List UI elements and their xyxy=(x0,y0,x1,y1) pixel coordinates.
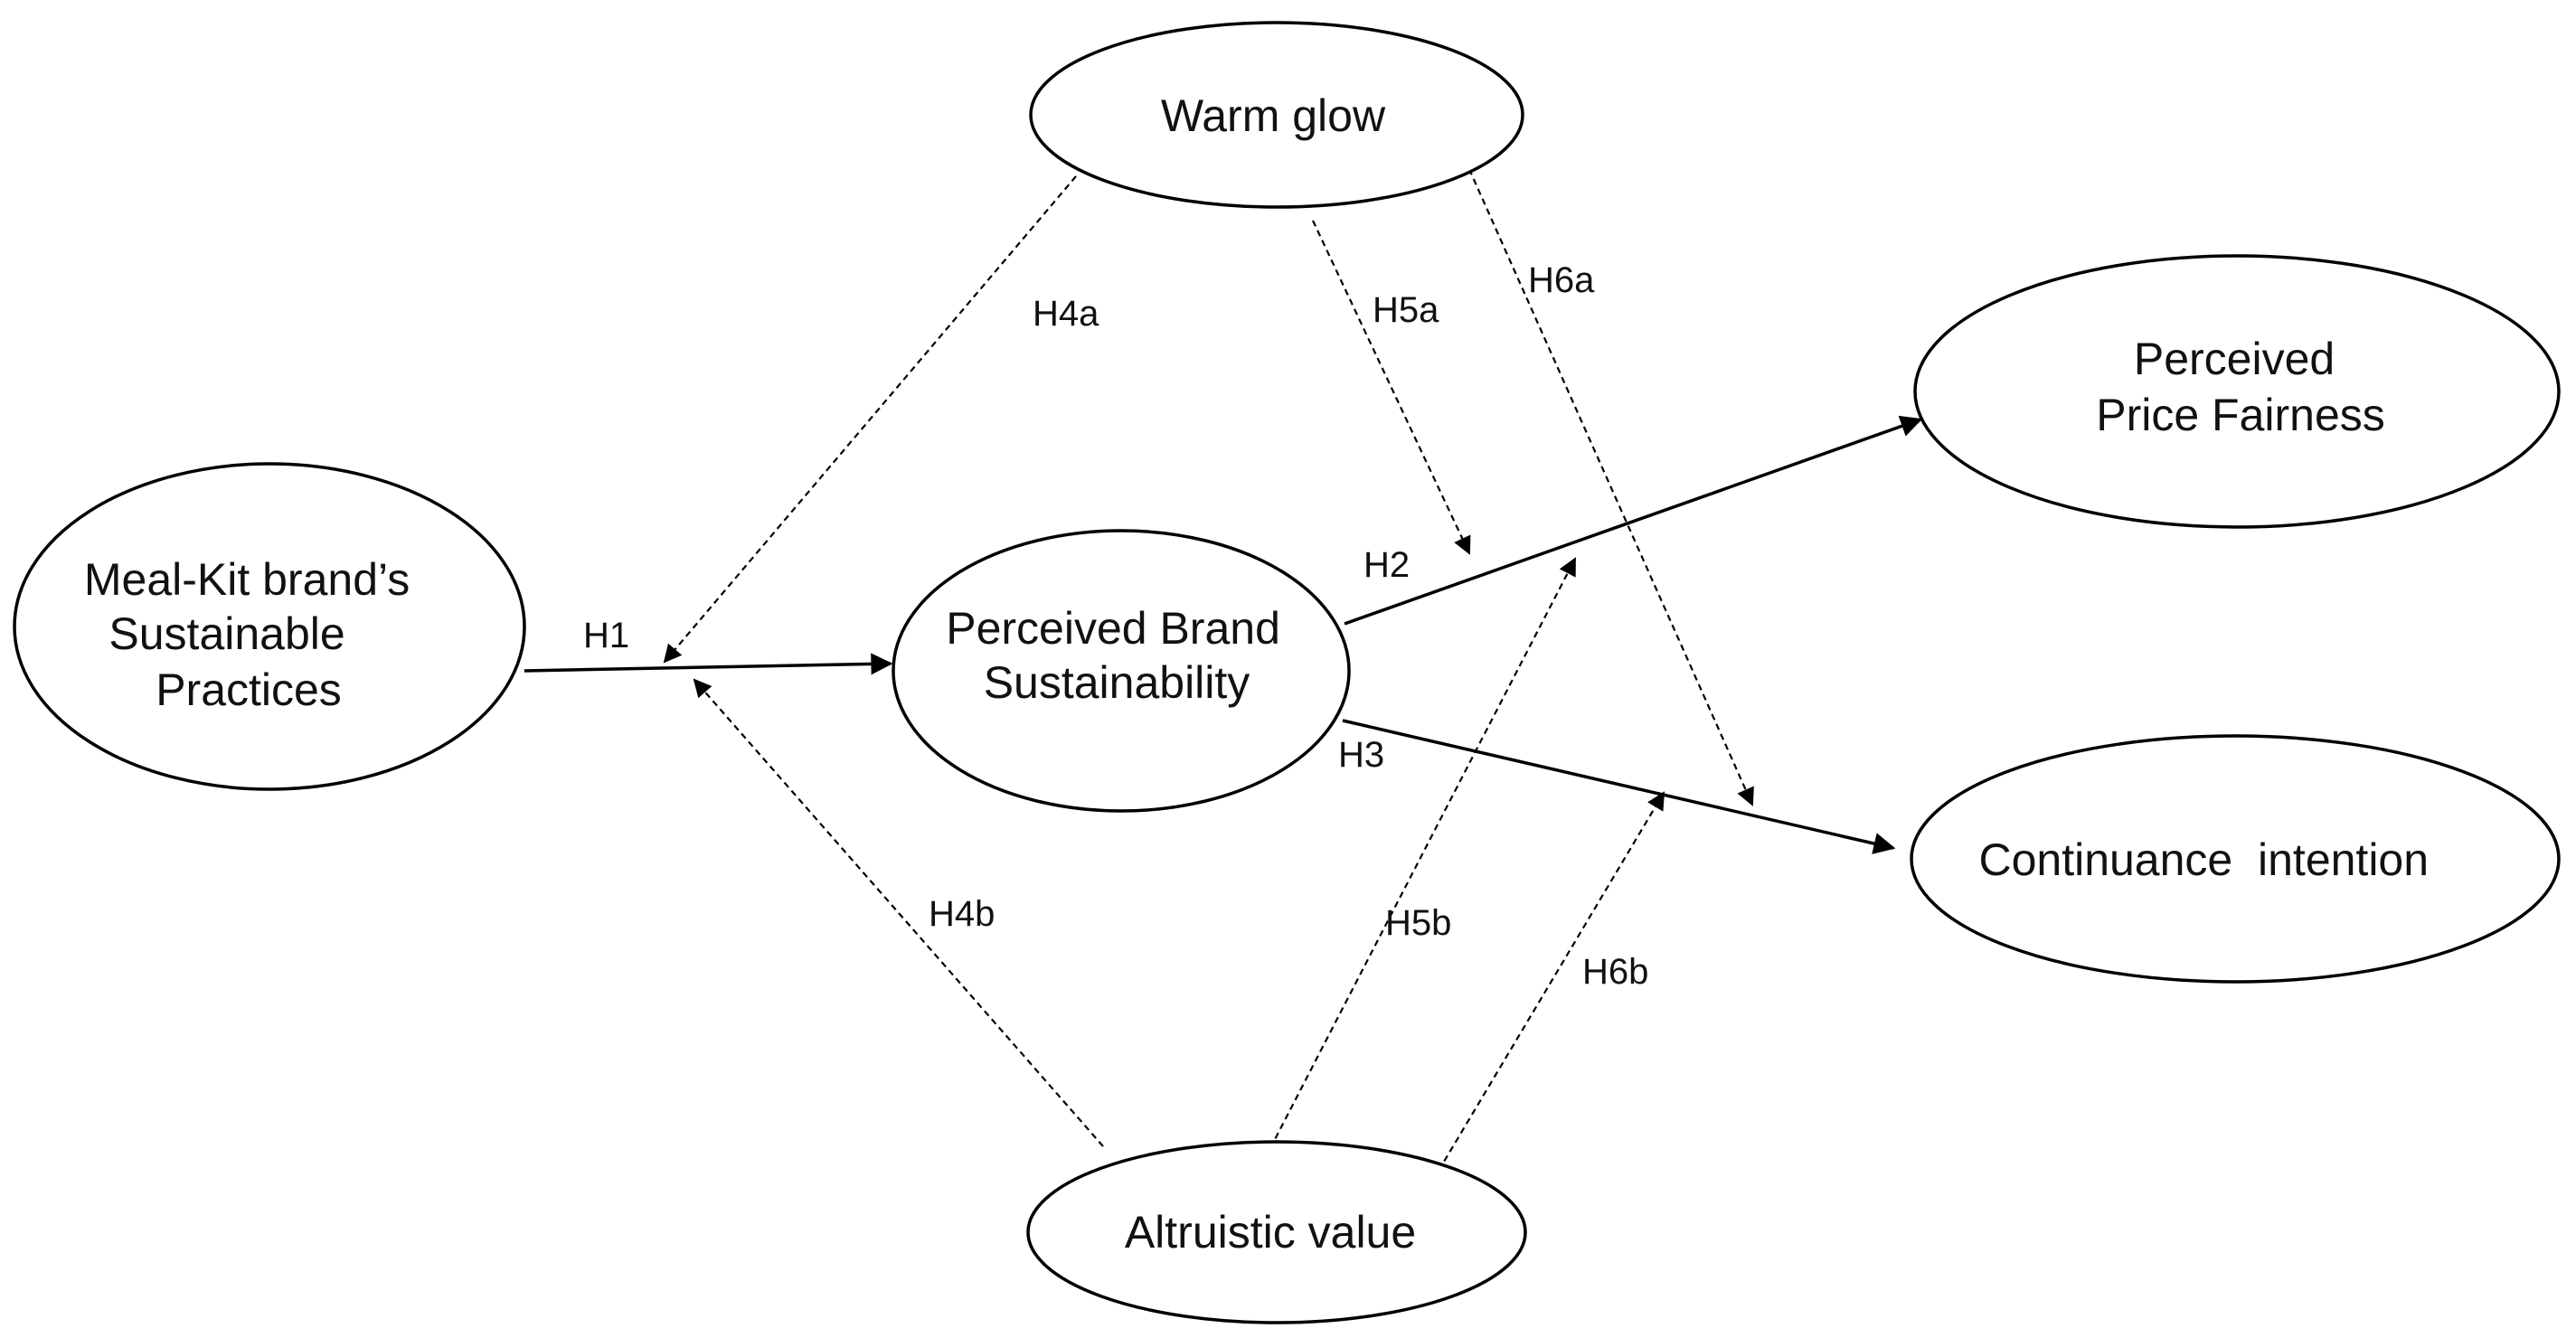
node-practices-line-1: Meal-Kit brand’s xyxy=(84,554,410,605)
node-price-fairness-line-1: Perceived xyxy=(2134,334,2335,384)
node-price-fairness: Perceived Price Fairness xyxy=(1913,254,2561,529)
edge-label-h6b: H6b xyxy=(1582,952,1648,992)
node-continuance: Continuance intention xyxy=(1910,734,2561,984)
edge-label-h3: H3 xyxy=(1338,735,1384,775)
node-warm-glow-line-1: Warm glow xyxy=(1161,90,1386,141)
edge-h4a-line xyxy=(663,175,1077,664)
node-price-fairness-shape xyxy=(1913,254,2561,529)
edge-label-h5a: H5a xyxy=(1373,290,1439,330)
node-altruistic-line-1: Altruistic value xyxy=(1125,1207,1416,1258)
node-continuance-label: Continuance intention xyxy=(1978,834,2429,885)
node-pbs-shape xyxy=(892,529,1351,813)
node-pbs-label: Perceived Brand Sustainability xyxy=(946,603,1293,708)
edge-h2-line xyxy=(1344,415,1923,626)
node-practices-line-3: Practices xyxy=(156,664,342,715)
edge-label-h2: H2 xyxy=(1363,545,1410,585)
edges-layer xyxy=(524,158,1923,1181)
node-warm-glow: Warm glow xyxy=(1029,21,1524,209)
node-pbs: Perceived Brand Sustainability xyxy=(892,529,1351,813)
node-price-fairness-line-2: Price Fairness xyxy=(2096,390,2385,440)
edge-h1-line xyxy=(524,653,893,675)
edge-h5a-line xyxy=(1312,220,1471,555)
node-practices-shape xyxy=(13,462,526,791)
edge-label-h5b: H5b xyxy=(1385,903,1451,943)
edge-h4b-line xyxy=(693,678,1104,1147)
node-warm-glow-label: Warm glow xyxy=(1161,90,1386,141)
node-practices-label: Meal-Kit brand’s Sustainable Practices xyxy=(84,554,422,715)
node-pbs-line-2: Sustainability xyxy=(984,657,1250,708)
node-warm-glow-shape xyxy=(1029,21,1524,209)
node-continuance-shape xyxy=(1910,734,2561,984)
edge-h3-line xyxy=(1342,719,1896,854)
edge-label-h4a: H4a xyxy=(1033,294,1099,334)
node-continuance-line-1: Continuance intention xyxy=(1978,834,2429,885)
node-practices-line-2: Sustainable xyxy=(109,608,344,659)
edge-h5b-line xyxy=(1269,557,1576,1149)
node-altruistic: Altruistic value xyxy=(1026,1140,1527,1324)
edge-labels-layer: H1 H2 H3 H4a H4b H5a H5b H6a H6b xyxy=(583,260,1648,992)
node-altruistic-label: Altruistic value xyxy=(1125,1207,1416,1258)
edge-label-h6a: H6a xyxy=(1528,260,1595,300)
node-price-fairness-label: Perceived Price Fairness xyxy=(2096,334,2385,440)
node-practices: Meal-Kit brand’s Sustainable Practices xyxy=(13,462,526,791)
node-pbs-line-1: Perceived Brand xyxy=(946,603,1280,654)
edge-label-h4b: H4b xyxy=(929,894,995,934)
edge-label-h1: H1 xyxy=(583,616,629,655)
node-altruistic-shape xyxy=(1026,1140,1527,1324)
edge-h6a-line xyxy=(1463,158,1754,806)
